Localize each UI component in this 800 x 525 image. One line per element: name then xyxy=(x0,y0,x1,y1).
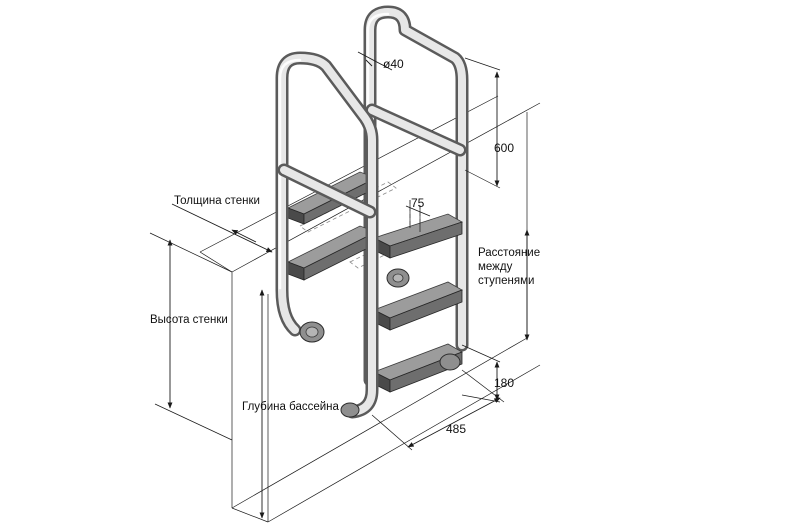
step-distance-dimension: Расстояние между ступенями xyxy=(478,229,540,341)
diameter-dimension: ø40 xyxy=(357,51,404,71)
offset-180-dimension: 180 xyxy=(461,344,514,403)
height-600-label: 600 xyxy=(494,141,514,155)
pool-wall-outline xyxy=(149,95,541,523)
ladder-front-frame xyxy=(275,51,379,419)
height-600-dimension: 600 xyxy=(464,57,514,189)
step-3 xyxy=(372,213,463,259)
width-485-dimension: 485 xyxy=(371,369,505,451)
offset-180-label: 180 xyxy=(494,376,514,390)
step-distance-label-3: ступенями xyxy=(478,275,534,287)
step-75-label: 75 xyxy=(411,196,425,210)
step-distance-label-2: между xyxy=(478,261,513,273)
anchor-flanges xyxy=(299,268,461,418)
step-2 xyxy=(287,225,377,281)
width-485-label: 485 xyxy=(446,422,466,436)
pool-depth-label: Глубина бассейна xyxy=(242,401,340,413)
diameter-label: ø40 xyxy=(383,57,404,71)
pool-depth-dimension: Глубина бассейна xyxy=(242,289,340,519)
wall-height-dimension: Высота стенки xyxy=(150,239,228,409)
wall-height-label: Высота стенки xyxy=(150,314,228,326)
step-4 xyxy=(373,281,463,331)
wall-thickness-label: Толщина стенки xyxy=(174,195,260,207)
step-distance-label-1: Расстояние xyxy=(478,247,540,259)
wall-thickness-dimension: Толщина стенки xyxy=(171,195,273,253)
ladder-back-frame xyxy=(363,5,469,387)
step-75-dimension: 75 xyxy=(405,196,431,232)
